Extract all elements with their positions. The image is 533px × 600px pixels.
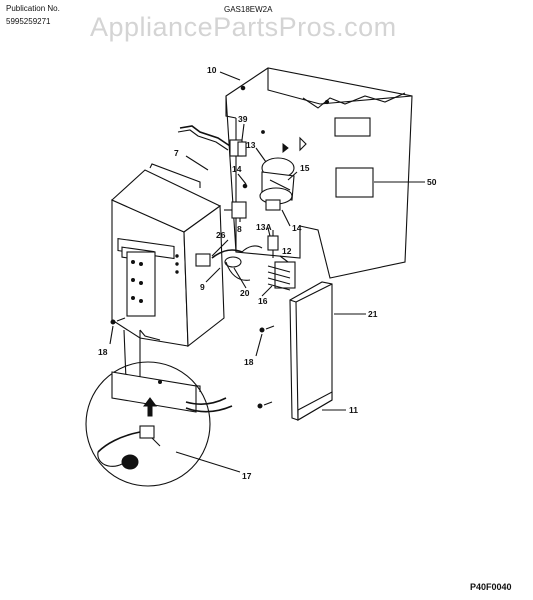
callout-15: 15: [300, 163, 310, 173]
part-12-13a: [267, 230, 279, 258]
label-plate: [335, 167, 374, 198]
callout-8: 8: [237, 224, 242, 234]
harness-26-20: [195, 245, 263, 281]
callout-10: 10: [207, 65, 217, 75]
figure-code: P40F0040: [470, 582, 512, 592]
publication-number: 5995259271: [6, 17, 51, 26]
callout-20: 20: [240, 288, 250, 298]
callout-39: 39: [238, 114, 248, 124]
callout-16: 16: [258, 296, 268, 306]
screws-18: [110, 183, 275, 409]
callout-13a: 13A: [256, 222, 272, 232]
callout-13: 13: [246, 140, 256, 150]
callout-12: 12: [282, 246, 292, 256]
part-8: [224, 201, 247, 219]
bracket-39: [177, 125, 247, 157]
watermark: AppliancePartsPros.com: [90, 12, 397, 42]
callout-50: 50: [427, 177, 437, 187]
callout-17: 17: [242, 471, 252, 481]
callout-18-right: 18: [244, 357, 254, 367]
publication-label: Publication No.: [6, 4, 60, 13]
callout-21: 21: [368, 309, 378, 319]
terminal-block-16: [267, 261, 296, 291]
leader-lines: [109, 71, 425, 473]
callout-7: 7: [174, 148, 179, 158]
callout-11: 11: [349, 405, 358, 415]
callout-labels: 10 39 13 7 14 15 50 8 14 13A 26 12 9 20 …: [98, 65, 437, 481]
control-box: [111, 163, 225, 348]
callout-26: 26: [216, 230, 226, 240]
callout-14-mid: 14: [292, 223, 302, 233]
callout-9: 9: [200, 282, 205, 292]
relay-13-15: [259, 157, 295, 211]
callout-14-top: 14: [232, 164, 242, 174]
model-number: GAS18EW2A: [224, 5, 273, 14]
rear-panel: [225, 67, 413, 279]
callout-18-left: 18: [98, 347, 108, 357]
side-bracket-21: [289, 281, 333, 421]
power-cord-detail: [85, 329, 233, 487]
